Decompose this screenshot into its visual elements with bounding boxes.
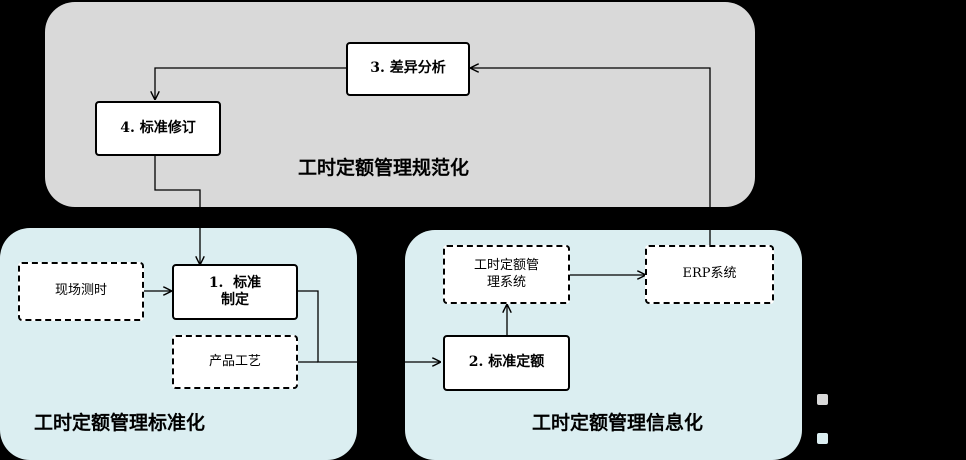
std-making-label-line2: 制定 — [221, 292, 249, 308]
legend-swatch-gray — [817, 394, 828, 405]
std-making-box: 1. 标准 制定 — [172, 264, 298, 320]
informatization-panel-title: 工时定额管理信息化 — [532, 412, 704, 434]
quota-system-label-line2: 理系统 — [486, 274, 526, 290]
std-quota-label: 2. 标准定额 — [468, 354, 545, 371]
erp-box: ERP系统 — [645, 245, 774, 304]
arrow-std-making-to-std-quota — [298, 290, 440, 362]
product-process-label: 产品工艺 — [208, 353, 261, 369]
quota-system-label-line1: 工时定额管 — [473, 258, 539, 274]
std-quota-box: 2. 标准定额 — [443, 335, 570, 391]
arrow-diff-analysis-to-revision — [155, 67, 346, 99]
diff-analysis-box: 3. 差异分析 — [346, 42, 470, 96]
std-making-label-line1: 1. 标准 — [208, 274, 262, 291]
arrow-revision-to-std-making — [154, 156, 200, 264]
diff-analysis-label: 3. 差异分析 — [370, 60, 446, 77]
std-revision-box: 4. 标准修订 — [95, 101, 221, 156]
legend-swatch-cyan — [817, 433, 828, 444]
quota-system-box: 工时定额管 理系统 — [443, 245, 570, 304]
field-timing-box: 现场测时 — [18, 262, 144, 321]
normalization-panel-title: 工时定额管理规范化 — [298, 157, 470, 179]
field-timing-label: 现场测时 — [54, 283, 107, 299]
arrow-erp-to-diff-analysis — [471, 68, 711, 248]
erp-label: ERP系统 — [682, 266, 737, 282]
standardization-panel-title: 工时定额管理标准化 — [34, 412, 206, 434]
product-process-box: 产品工艺 — [172, 335, 298, 389]
std-revision-label: 4. 标准修订 — [120, 119, 196, 136]
